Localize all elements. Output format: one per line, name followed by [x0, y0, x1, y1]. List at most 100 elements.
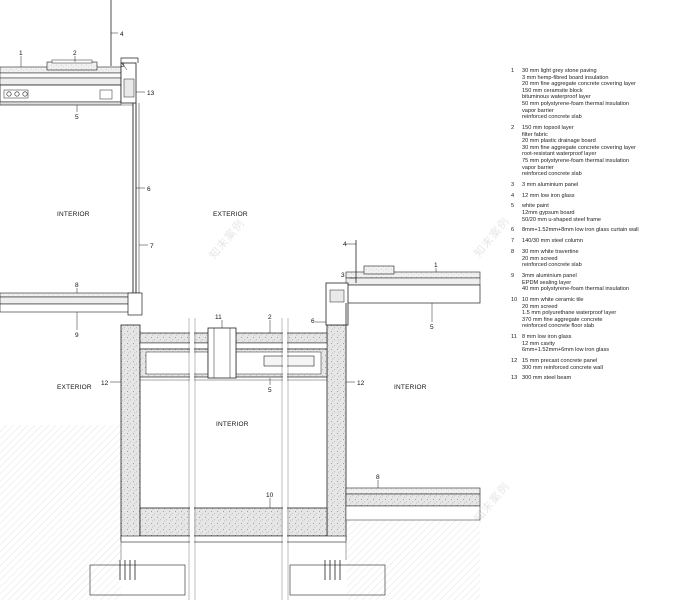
legend-number: 10: [511, 296, 518, 303]
legend-line: 370 mm fine aggregate concrete: [522, 316, 603, 323]
legend-line: 50/20 mm u-shaped steel frame: [522, 216, 601, 223]
legend-line: root-resistant waterproof layer: [522, 151, 597, 158]
legend-line: 50 mm polystyrene-foam thermal insulatio…: [522, 100, 629, 107]
legend-line: 75 mm polystyrene-foam thermal insulatio…: [522, 157, 629, 164]
callout-1-right: 1: [434, 262, 438, 269]
callout-5-lower: 5: [268, 387, 272, 394]
callout-3: 3: [121, 62, 125, 69]
zone-exterior-left: EXTERIOR: [57, 384, 92, 391]
callout-6-lower: 6: [311, 318, 315, 325]
legend-line: 15 mm precast concrete panel: [522, 358, 598, 365]
callout-10: 10: [266, 492, 274, 499]
zone-interior-top: INTERIOR: [57, 211, 90, 218]
legend-line: 6mm+1.52mm+6mm low iron glass: [522, 347, 610, 354]
legend-line: 20 mm screed: [522, 255, 558, 262]
callout-9: 9: [75, 332, 79, 339]
legend-line: 12 mm cavity: [522, 340, 555, 347]
legend-number: 1: [511, 68, 515, 74]
legend-line: vapor barrier: [522, 107, 554, 114]
callout-13: 13: [147, 90, 155, 97]
zone-labels: INTERIOR EXTERIOR EXTERIOR INTERIOR INTE…: [57, 211, 427, 428]
legend-number: 9: [511, 272, 515, 279]
leader-lines: [20, 32, 437, 508]
legend-description: 140/30 mm steel column: [522, 238, 671, 245]
legend-number: 11: [511, 334, 517, 341]
callout-6: 6: [147, 186, 151, 193]
callout-1: 1: [19, 50, 23, 57]
legend-line: 300 mm steel beam: [522, 375, 572, 382]
legend-item: 3 3 mm aluminium panel: [511, 182, 671, 189]
callout-5-right: 5: [430, 324, 434, 331]
right-volume: [325, 240, 481, 521]
legend-line: 20 mm fine aggregate concrete covering l…: [522, 81, 636, 88]
callout-2-lower: 2: [268, 314, 272, 321]
callout-5: 5: [75, 114, 79, 121]
legend-line: bituminous waterproof layer: [522, 94, 591, 101]
legend-item: 7 140/30 mm steel column: [511, 238, 671, 245]
legend-line: 150 mm ceramsite block: [522, 87, 583, 94]
zone-exterior-middle: EXTERIOR: [213, 211, 248, 218]
zone-interior-center: INTERIOR: [216, 421, 249, 428]
legend-number: 5: [511, 203, 515, 210]
legend-line: 3 mm aluminium panel: [522, 181, 579, 188]
callout-8: 8: [75, 282, 79, 289]
upper-volume: [0, 0, 143, 316]
legend-line: 1.5 mm polyurethane waterproof layer: [522, 310, 617, 317]
legend-line: 150 mm topsoil layer: [522, 124, 574, 131]
legend-number: 12: [511, 358, 518, 365]
legend-number: 4: [511, 192, 515, 199]
legend-line: 12mm gypsum board: [522, 210, 575, 217]
zone-interior-right: INTERIOR: [394, 384, 427, 391]
lower-volume: [89, 318, 386, 600]
legend-number: 7: [511, 238, 515, 245]
legend-line: 3 mm hemp-fibred board insulation: [522, 74, 609, 81]
callout-4: 4: [120, 31, 124, 38]
legend-line: 40 mm polystyrene-foam thermal insulatio…: [522, 286, 629, 293]
legend-line: reinforced concrete floor slab: [522, 323, 595, 330]
legend-line: 3mm aluminium panel: [522, 272, 577, 279]
callout-12-right: 12: [357, 380, 365, 387]
legend-item: 4 12 mm low iron glass: [511, 193, 671, 200]
callout-4-right: 4: [343, 241, 347, 248]
callouts: 1 2 4 3 13 5 6 7 8 9 11 2 6 5 12 12 4 3 …: [19, 31, 438, 499]
legend-line: 12 mm low iron glass: [522, 192, 575, 199]
legend-description: 3 mm aluminium panel: [522, 182, 671, 189]
legend-number: 6: [511, 227, 515, 234]
legend-line: 30 mm light grey stone paving: [522, 68, 597, 74]
legend-line: vapor barrier: [522, 164, 554, 171]
callout-3-right: 3: [341, 272, 345, 279]
legend-line: 8mm+1.52mm+8mm low iron glass curtain wa…: [522, 227, 639, 234]
legend-description: 12 mm low iron glass: [522, 193, 671, 200]
legend-number: 3: [511, 181, 515, 188]
callout-2: 2: [73, 50, 77, 57]
legend-number: 13: [511, 375, 518, 382]
legend-line: 30 mm fine aggregate concrete covering l…: [522, 144, 636, 151]
legend-line: 20 mm plastic drainage board: [522, 138, 596, 145]
legend-line: 20 mm screed: [522, 303, 558, 310]
callout-12-left: 12: [101, 380, 109, 387]
legend-line: 300 mm reinforced concrete wall: [522, 364, 603, 371]
legend-line: white paint: [522, 203, 549, 210]
legend-line: reinforced concrete slab: [522, 171, 582, 178]
legend-line: filter fabric: [522, 131, 548, 138]
legend-line: 30 mm white travertine: [522, 248, 579, 255]
legend-description: 8mm+1.52mm+8mm low iron glass curtain wa…: [522, 227, 671, 234]
legend-description: 300 mm steel beam: [522, 375, 671, 382]
legend-line: reinforced concrete slab: [522, 262, 582, 269]
legend-line: 140/30 mm steel column: [522, 238, 583, 245]
